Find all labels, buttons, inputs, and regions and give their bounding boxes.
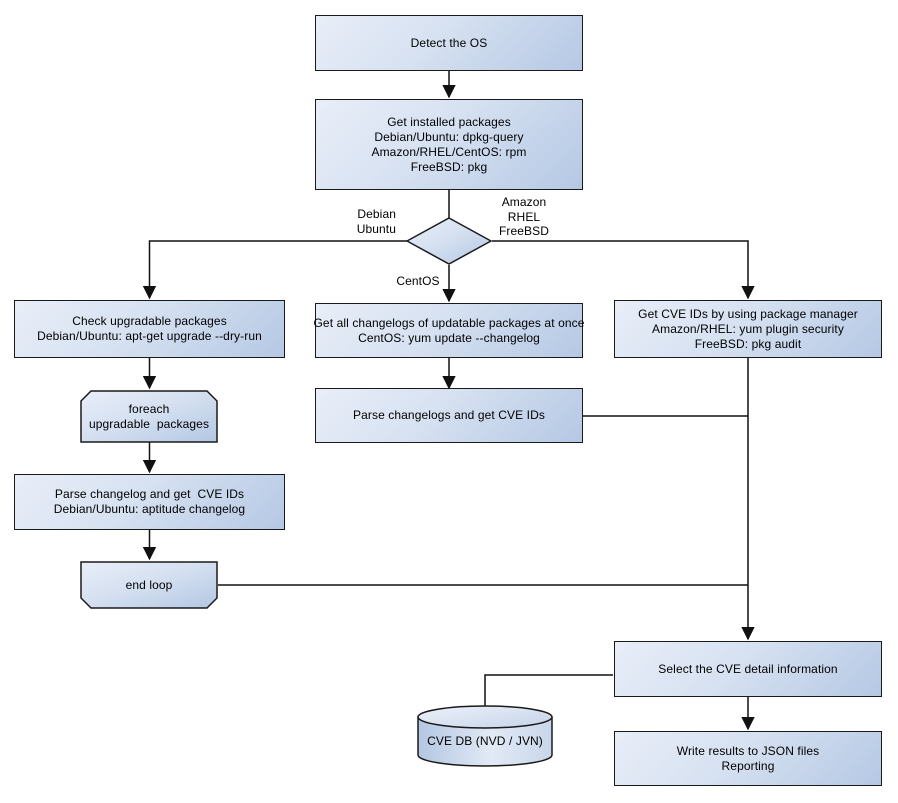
loop-start-shape [80,390,218,443]
edge-label-text: Amazon [501,195,547,209]
loop-end-shape [80,561,218,609]
node-text: Write results to JSON files [676,743,820,758]
edge-label-text: Ubuntu [356,221,396,236]
node-text: Get all changelogs of updatable packages… [313,315,585,330]
edge-label-text: RHEL [507,209,541,224]
edge-label-amazon-rhel-freebsd: Amazon RHEL FreeBSD [488,195,560,239]
connector-decision-to-cve-right [492,240,755,300]
node-text: Select the CVE detail information [658,661,838,676]
node-parse-changelogs-mid: Parse changelogs and get CVE IDs [315,388,583,443]
diamond-shape [406,217,492,265]
node-text: Check upgradable packages [72,314,227,328]
node-text: CentOS: yum update --changelog [358,330,540,345]
node-text: Debian/Ubuntu: dpkg-query [374,129,524,144]
node-write-results: Write results to JSON files Reporting [614,731,882,786]
node-text: FreeBSD: pkg [410,159,488,174]
node-text: Get installed packages [387,114,511,129]
node-cve-db-cylinder: CVE DB (NVD / JVN) [417,704,553,768]
edge-label-text: FreeBSD [498,224,550,238]
node-text: Debian/Ubuntu: apt-get upgrade --dry-run [37,329,262,343]
node-text: Debian/Ubuntu: aptitude changelog [53,502,246,516]
node-text: Amazon/RHEL/CentOS: rpm [371,144,527,159]
node-text: upgradable packages [88,416,210,431]
node-text: Parse changelog and get CVE IDs [54,487,245,501]
edge-label-debian-ubuntu: Debian Ubuntu [330,207,396,236]
edge-label-centos: CentOS [394,274,442,289]
connector-cvedb-to-select [484,674,613,706]
node-get-installed-packages: Get installed packages Debian/Ubuntu: dp… [315,99,583,190]
database-cylinder-shape [417,705,553,767]
node-get-cve-ids-pkg-manager: Get CVE IDs by using package manager Ama… [614,300,882,358]
node-end-loop: end loop [80,561,218,609]
node-text: end loop [125,577,173,592]
node-foreach-loop-start: foreach upgradable packages [80,390,218,443]
node-select-cve-detail: Select the CVE detail information [614,641,882,697]
node-text: Get CVE IDs by using package manager [638,306,858,321]
edge-label-text: CentOS [396,274,440,288]
node-check-upgradable: Check upgradable packages Debian/Ubuntu:… [14,300,285,358]
node-text: FreeBSD: pkg audit [694,336,802,351]
node-detect-os: Detect the OS [315,15,583,71]
node-text: Reporting [721,758,775,773]
node-text: foreach [128,401,170,416]
node-parse-changelog-left: Parse changelog and get CVE IDs Debian/U… [14,474,285,530]
node-os-decision-diamond [406,217,492,265]
node-text: CVE DB (NVD / JVN) [427,733,543,748]
node-text: Detect the OS [410,35,488,50]
node-text: Parse changelogs and get CVE IDs [353,408,545,422]
edge-label-text: Debian [357,207,396,221]
node-get-all-changelogs: Get all changelogs of updatable packages… [313,303,585,358]
node-text: Amazon/RHEL: yum plugin security [652,321,844,336]
connector-decision-to-check-upgradable [142,240,408,300]
